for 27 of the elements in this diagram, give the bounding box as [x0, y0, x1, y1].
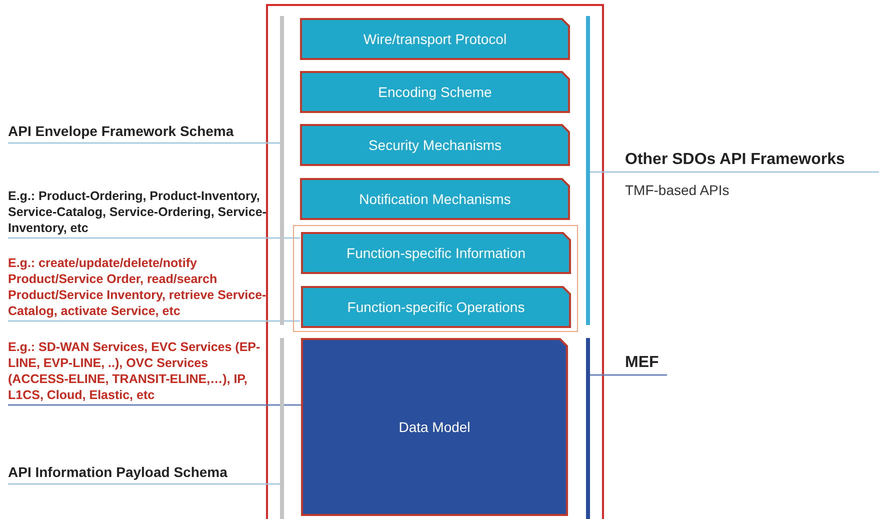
- framework-heading: MEF: [600, 340, 668, 376]
- layer-box: Security Mechanisms: [300, 124, 570, 166]
- leader-line: [8, 320, 300, 322]
- layer-box: Notification Mechanisms: [300, 178, 570, 220]
- layer-box: Encoding Scheme: [300, 71, 570, 113]
- layer-box: Function-specific Information: [301, 232, 571, 274]
- annotation-text: E.g.: SD-WAN Services, EVC Services (EP-LINE, EVP-LINE, ..), OVC Services (ACCESS-ELINE, TRANSIT-ELINE,…), IP, L1CS, Cloud, Elastic, etc: [8, 324, 270, 405]
- bracket-bar: [586, 338, 590, 519]
- bracket-bar: [280, 16, 284, 325]
- leader-line: [590, 374, 667, 376]
- leader-line: [8, 237, 300, 239]
- bracket-bar: [280, 338, 284, 519]
- framework-example: TMF-based APIs: [625, 182, 730, 198]
- layer-box: Data Model: [301, 338, 568, 516]
- annotation-text: API Envelope Framework Schema: [8, 100, 270, 143]
- leader-line: [8, 142, 280, 144]
- framework-heading: Other SDOs API Frameworks: [600, 140, 880, 173]
- bracket-bar: [586, 16, 590, 325]
- leader-line: [8, 483, 280, 485]
- annotation-text: API Information Payload Schema: [8, 456, 270, 484]
- leader-line: [8, 404, 301, 406]
- leader-line: [590, 171, 879, 173]
- annotation-text: E.g.: create/update/delete/notify Product/Service Order, read/search Product/Service Inventory, retrieve Service-Catalog, activate Service, etc: [8, 240, 270, 321]
- group-outline: [293, 225, 578, 332]
- layer-box: Function-specific Operations: [301, 286, 571, 328]
- annotation-text: E.g.: Product-Ordering, Product-Inventory, Service-Catalog, Service-Ordering, Service-Inventory, etc: [8, 173, 270, 238]
- layer-box: Wire/transport Protocol: [300, 18, 570, 60]
